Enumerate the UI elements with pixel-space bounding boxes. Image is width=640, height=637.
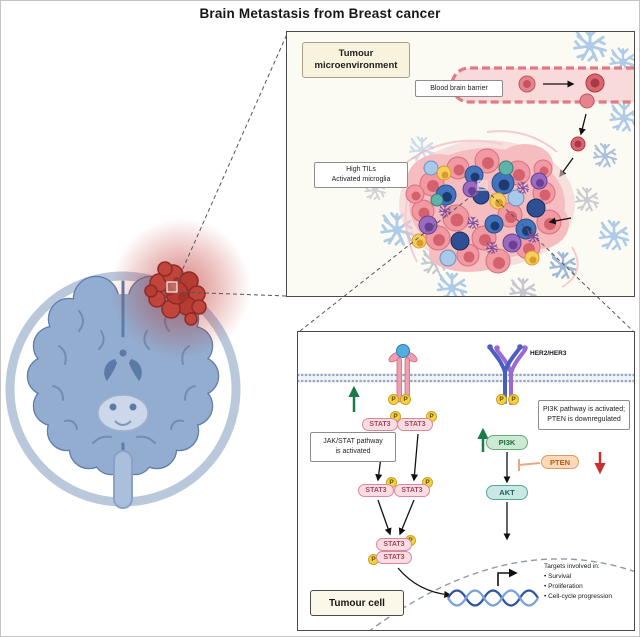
pathway-panel: P P P P P P P P P P STAT3 STAT3 STAT3 ST… — [297, 331, 635, 631]
phospho-icon: P — [508, 394, 519, 405]
microenvironment-panel: Tumour microenvironment Blood brain barr… — [286, 31, 635, 297]
brain-coronal-section — [26, 275, 220, 509]
stat3-molecule: STAT3 — [394, 484, 430, 497]
her2-her3-label: HER2/HER3 — [530, 350, 567, 357]
akt-molecule: AKT — [486, 485, 528, 500]
transcription-arrow — [497, 568, 518, 586]
phospho-icon: P — [388, 394, 399, 405]
stat3-molecule: STAT3 — [397, 418, 433, 431]
brainstem — [113, 450, 133, 509]
tils-microglia-label: High TILs Activated microglia — [314, 162, 408, 188]
jak-stat-note: JAK/STAT pathway is activated — [310, 432, 396, 462]
stat3-molecule: STAT3 — [376, 551, 412, 564]
pi3k-molecule: PI3K — [486, 435, 528, 450]
microenvironment-title-box: Tumour microenvironment — [302, 42, 410, 78]
cytokine-receptor-icon — [388, 344, 418, 403]
tumour-cell-label: Tumour cell — [310, 590, 404, 616]
stat3-molecule: STAT3 — [376, 538, 412, 551]
her2-her3-receptor-icon — [487, 344, 528, 405]
pten-molecule: PTEN — [541, 455, 579, 469]
phospho-icon: P — [496, 394, 507, 405]
phospho-icon: P — [400, 394, 411, 405]
target-item: Proliferation — [544, 582, 634, 592]
extravasation-arrow — [578, 113, 587, 136]
page-title: Brain Metastasis from Breast cancer — [199, 6, 441, 21]
ventricles — [97, 349, 149, 432]
ligand-icon — [396, 344, 410, 358]
cell-membrane — [298, 373, 634, 383]
target-item: Survival — [544, 572, 634, 582]
pten-inhibition-tee — [518, 459, 541, 471]
targets-list: Targets involved in: Survival Proliferat… — [544, 562, 634, 602]
pi3k-note: PI3K pathway is activated; PTEN is downr… — [538, 400, 630, 430]
target-item: Cell-cycle progression — [544, 592, 634, 602]
extravasating-cell — [579, 93, 595, 109]
dna-icon — [447, 589, 539, 607]
stat3-molecule: STAT3 — [358, 484, 394, 497]
stat3-molecule: STAT3 — [362, 418, 398, 431]
microenvironment-title: Tumour microenvironment — [314, 47, 398, 71]
nucleus-outline — [369, 558, 634, 630]
targets-heading: Targets involved in: — [544, 563, 600, 570]
blood-brain-barrier-label: Blood brain barrier — [415, 80, 503, 97]
